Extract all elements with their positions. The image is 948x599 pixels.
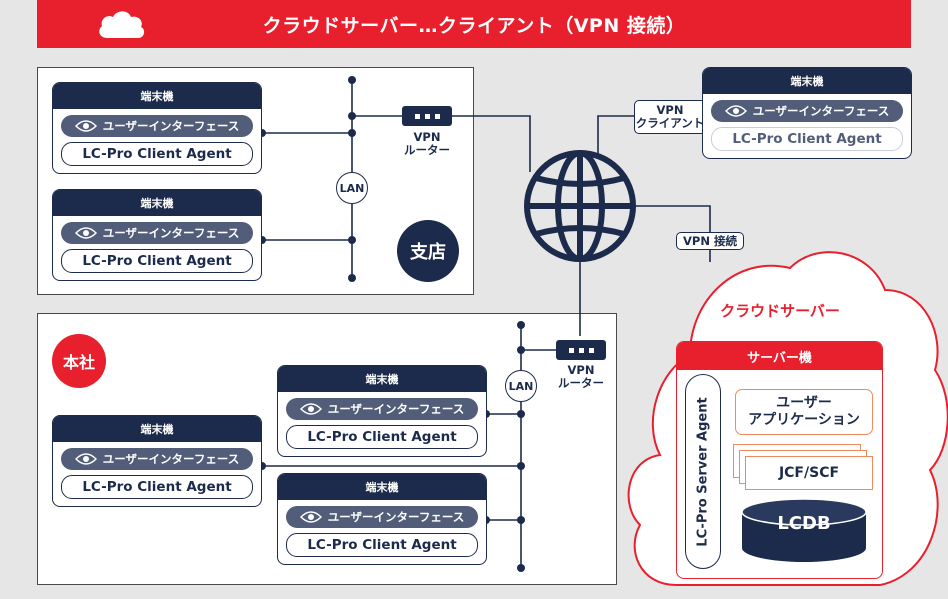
eye-icon <box>74 227 97 239</box>
db-label: LCDB <box>777 513 830 534</box>
agent-pill: LC-Pro Client Agent <box>711 127 903 151</box>
ui-pill: ユーザーインターフェース <box>61 115 253 137</box>
database-cylinder-icon: LCDB <box>741 498 867 562</box>
hq-terminal-3: 端末機 ユーザーインターフェース LC-Pro Client Agent <box>277 473 487 565</box>
server-agent-label: LC-Pro Server Agent <box>695 396 711 547</box>
router-label-line2: ルーター <box>404 143 450 157</box>
agent-pill: LC-Pro Client Agent <box>286 425 478 449</box>
eye-icon <box>74 120 97 132</box>
terminal-title: 端末機 <box>53 416 261 442</box>
agent-pill: LC-Pro Client Agent <box>61 475 253 499</box>
hq-terminal-2: 端末機 ユーザーインターフェース LC-Pro Client Agent <box>52 415 262 507</box>
ui-label: ユーザーインターフェース <box>102 119 240 133</box>
user-app-line1: ユーザー <box>776 395 832 411</box>
terminal-title: 端末機 <box>53 190 261 216</box>
server-agent-pill: LC-Pro Server Agent <box>685 374 721 569</box>
eye-icon <box>724 105 747 117</box>
eye-icon <box>299 403 322 415</box>
router-label-line2: ルーター <box>558 376 604 390</box>
agent-pill: LC-Pro Client Agent <box>61 249 253 273</box>
internet-globe-icon <box>524 150 636 262</box>
user-application-box: ユーザー アプリケーション <box>735 389 873 435</box>
branch-router-icon <box>402 106 452 126</box>
terminal-title: 端末機 <box>703 68 911 94</box>
router-label-line1: VPN <box>567 363 595 377</box>
header-bar: クラウドサーバー…クライアント（VPN 接続） <box>37 0 911 48</box>
terminal-title: 端末機 <box>53 83 261 109</box>
ui-pill: ユーザーインターフェース <box>286 506 478 528</box>
branch-terminal-2: 端末機 ユーザーインターフェース LC-Pro Client Agent <box>52 189 262 281</box>
hq-badge: 本社 <box>52 334 106 388</box>
terminal-title: 端末機 <box>278 366 486 392</box>
hq-router-icon <box>556 340 606 360</box>
framework-box: JCF/SCF <box>745 456 873 490</box>
agent-pill: LC-Pro Client Agent <box>61 142 253 166</box>
ui-label: ユーザーインターフェース <box>327 510 465 524</box>
cloud-server-title: クラウドサーバー <box>720 302 840 320</box>
vpn-client-tag: VPN クライアント <box>634 100 706 134</box>
hq-router-label: VPN ルーター <box>541 364 621 390</box>
branch-lan-node: LAN <box>336 172 368 204</box>
ui-pill: ユーザーインターフェース <box>711 100 903 122</box>
router-label-line1: VPN <box>413 130 441 144</box>
remote-terminal: 端末機 ユーザーインターフェース LC-Pro Client Agent <box>702 67 912 159</box>
ui-label: ユーザーインターフェース <box>102 226 240 240</box>
ui-pill: ユーザーインターフェース <box>286 398 478 420</box>
eye-icon <box>74 453 97 465</box>
ui-pill: ユーザーインターフェース <box>61 448 253 470</box>
hq-lan-node: LAN <box>505 370 537 402</box>
branch-badge: 支店 <box>397 220 459 282</box>
branch-router-label: VPN ルーター <box>387 131 467 157</box>
cloud-icon <box>99 11 145 39</box>
terminal-title: 端末機 <box>278 474 486 500</box>
user-app-line2: アプリケーション <box>748 412 860 428</box>
hq-terminal-1: 端末機 ユーザーインターフェース LC-Pro Client Agent <box>277 365 487 457</box>
ui-label: ユーザーインターフェース <box>752 104 890 118</box>
page-title: クラウドサーバー…クライアント（VPN 接続） <box>262 14 686 37</box>
branch-terminal-1: 端末機 ユーザーインターフェース LC-Pro Client Agent <box>52 82 262 174</box>
agent-pill: LC-Pro Client Agent <box>286 533 478 557</box>
vpn-connection-tag: VPN 接続 <box>676 232 744 250</box>
ui-pill: ユーザーインターフェース <box>61 222 253 244</box>
vpn-client-line1: VPN <box>656 103 684 117</box>
ui-label: ユーザーインターフェース <box>102 452 240 466</box>
server-title: サーバー機 <box>677 342 882 370</box>
eye-icon <box>299 511 322 523</box>
ui-label: ユーザーインターフェース <box>327 402 465 416</box>
vpn-client-line2: クライアント <box>635 116 705 130</box>
